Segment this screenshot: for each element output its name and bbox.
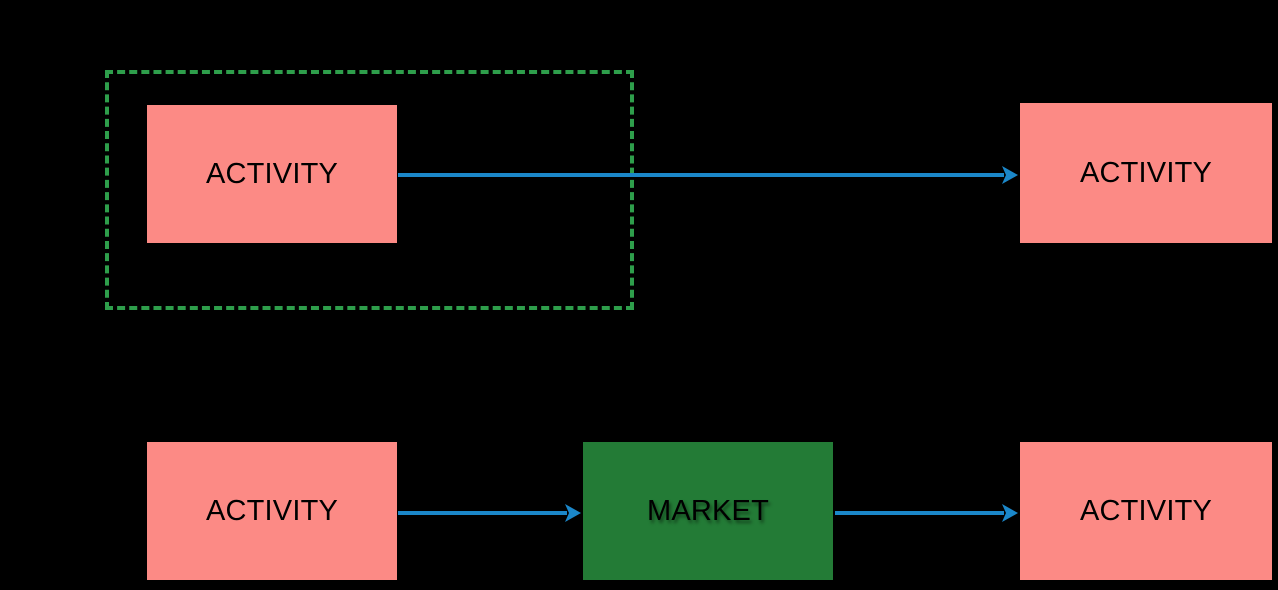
node-label: ACTIVITY <box>1079 156 1213 189</box>
arrow-activity-to-market <box>398 501 581 525</box>
arrow-activity-to-activity <box>398 163 1018 187</box>
node-activity-bottom-left[interactable]: ACTIVITY <box>147 442 397 580</box>
node-activity-top-right[interactable]: ACTIVITY <box>1020 103 1272 243</box>
node-label: MARKET <box>646 494 770 527</box>
arrow-market-to-activity <box>835 501 1018 525</box>
node-label: ACTIVITY <box>205 494 339 527</box>
node-label: ACTIVITY <box>1079 494 1213 527</box>
node-activity-bottom-right[interactable]: ACTIVITY <box>1020 442 1272 580</box>
node-market-bottom-center[interactable]: MARKET <box>583 442 833 580</box>
node-activity-top-left[interactable]: ACTIVITY <box>147 105 397 243</box>
node-label: ACTIVITY <box>205 157 339 190</box>
